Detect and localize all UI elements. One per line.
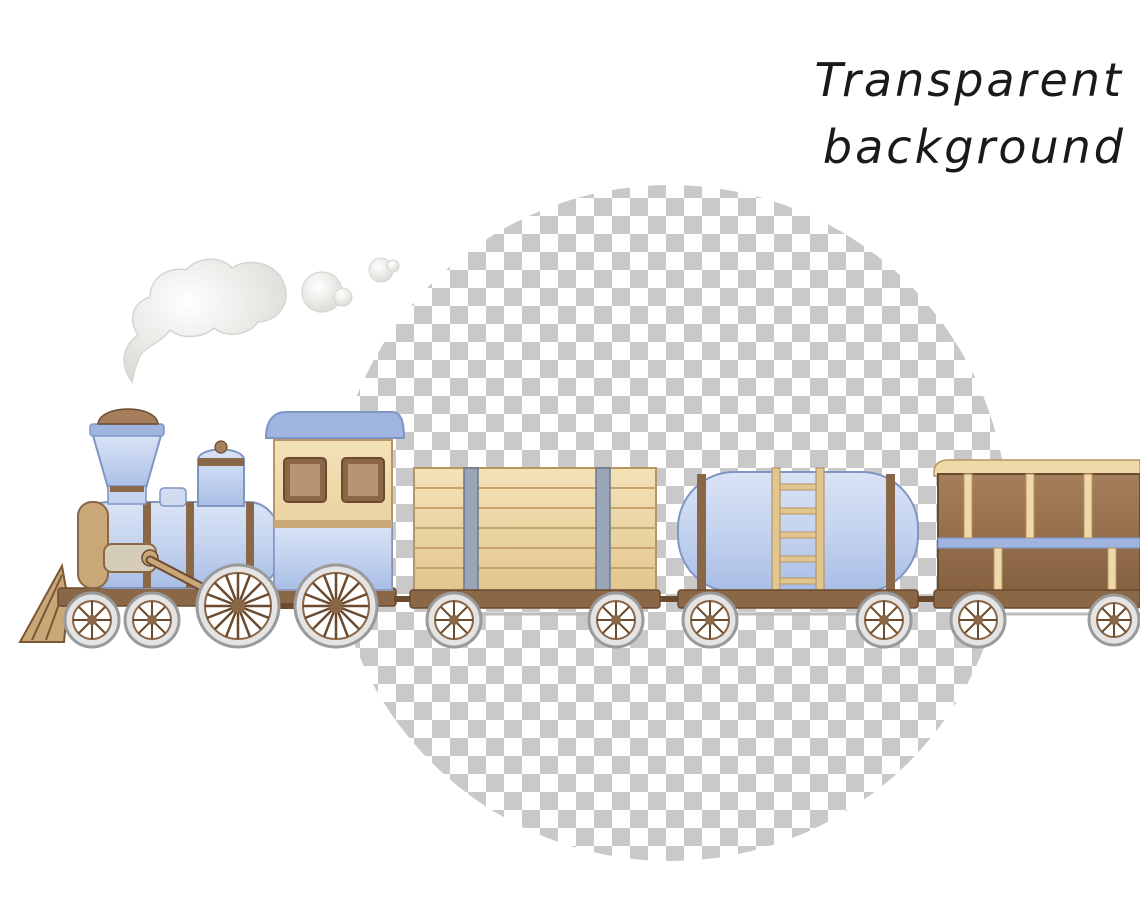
tank-wagon-icon [677,467,934,649]
steam-locomotive-icon [63,563,379,649]
transparency-checkerboard-icon [332,185,1008,861]
smoke-puff-icon [123,257,400,384]
wooden-crate-wagon-icon [409,467,678,649]
caption-line-1: Transparent [814,53,1124,107]
brown-boxcar-icon [933,459,1140,649]
caption-line-2: background [822,120,1126,174]
